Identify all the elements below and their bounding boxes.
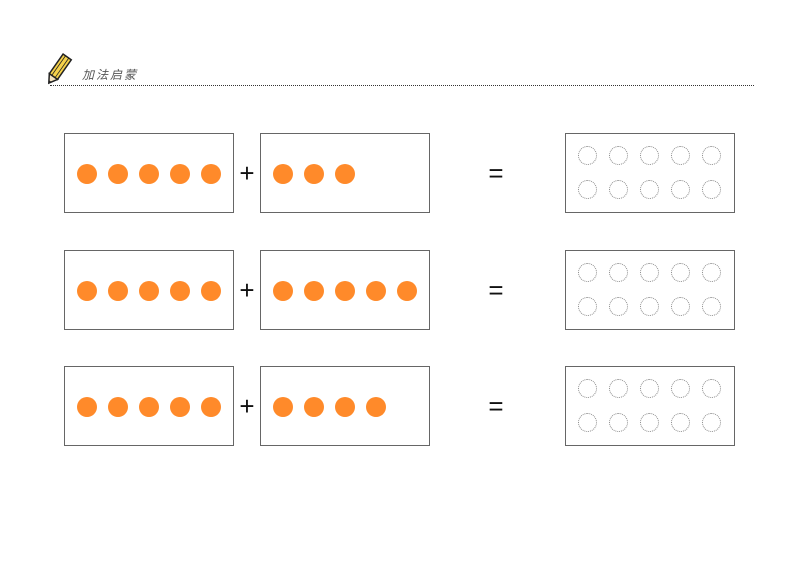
addend-box-left xyxy=(64,250,234,330)
answer-circle[interactable] xyxy=(640,263,659,282)
counter-dot xyxy=(139,397,159,417)
answer-circle[interactable] xyxy=(609,263,628,282)
answer-circle[interactable] xyxy=(578,413,597,432)
answer-circle[interactable] xyxy=(640,146,659,165)
counter-dot xyxy=(335,281,355,301)
answer-circle[interactable] xyxy=(671,379,690,398)
answer-circle[interactable] xyxy=(702,379,721,398)
addend-box-right xyxy=(260,133,430,213)
answer-circle[interactable] xyxy=(702,263,721,282)
worksheet-header: 加法启蒙 xyxy=(42,52,754,92)
counter-dot xyxy=(304,281,324,301)
counter-dot xyxy=(108,164,128,184)
addend-box-left xyxy=(64,133,234,213)
addend-box-right xyxy=(260,250,430,330)
answer-circle[interactable] xyxy=(609,413,628,432)
counter-dot xyxy=(366,281,386,301)
addend-box-left xyxy=(64,366,234,446)
exercise-row: += xyxy=(64,366,736,448)
plus-sign: + xyxy=(239,275,255,305)
counter-dot xyxy=(170,164,190,184)
answer-box xyxy=(565,133,735,213)
counter-dot xyxy=(366,397,386,417)
exercise-row: += xyxy=(64,133,736,215)
answer-circle[interactable] xyxy=(702,297,721,316)
answer-circle[interactable] xyxy=(640,379,659,398)
equals-sign: = xyxy=(488,275,504,305)
answer-circle[interactable] xyxy=(671,413,690,432)
answer-circle[interactable] xyxy=(640,413,659,432)
answer-circle[interactable] xyxy=(671,297,690,316)
answer-circle[interactable] xyxy=(578,180,597,199)
counter-dot xyxy=(170,397,190,417)
counter-dot xyxy=(77,281,97,301)
counter-dot xyxy=(304,397,324,417)
answer-circle[interactable] xyxy=(578,297,597,316)
worksheet-title: 加法启蒙 xyxy=(82,68,139,82)
answer-circle[interactable] xyxy=(609,146,628,165)
answer-circle[interactable] xyxy=(609,379,628,398)
answer-circle[interactable] xyxy=(702,180,721,199)
addend-box-right xyxy=(260,366,430,446)
plus-sign: + xyxy=(239,158,255,188)
counter-dot xyxy=(170,281,190,301)
counter-dot xyxy=(304,164,324,184)
answer-circle[interactable] xyxy=(609,180,628,199)
answer-circle[interactable] xyxy=(578,379,597,398)
counter-dot xyxy=(139,164,159,184)
answer-circle[interactable] xyxy=(609,297,628,316)
counter-dot xyxy=(108,281,128,301)
exercise-row: += xyxy=(64,250,736,332)
equals-sign: = xyxy=(488,158,504,188)
answer-circle[interactable] xyxy=(578,263,597,282)
counter-dot xyxy=(335,164,355,184)
plus-sign: + xyxy=(239,391,255,421)
counter-dot xyxy=(201,397,221,417)
counter-dot xyxy=(108,397,128,417)
answer-circle[interactable] xyxy=(702,413,721,432)
answer-box xyxy=(565,250,735,330)
answer-circle[interactable] xyxy=(702,146,721,165)
counter-dot xyxy=(273,397,293,417)
counter-dot xyxy=(273,164,293,184)
pencil-icon xyxy=(48,52,73,85)
answer-circle[interactable] xyxy=(578,146,597,165)
answer-box xyxy=(565,366,735,446)
answer-circle[interactable] xyxy=(671,180,690,199)
counter-dot xyxy=(273,281,293,301)
answer-circle[interactable] xyxy=(671,146,690,165)
counter-dot xyxy=(335,397,355,417)
header-divider xyxy=(50,85,754,86)
counter-dot xyxy=(201,281,221,301)
equals-sign: = xyxy=(488,391,504,421)
counter-dot xyxy=(201,164,221,184)
counter-dot xyxy=(139,281,159,301)
answer-circle[interactable] xyxy=(671,263,690,282)
counter-dot xyxy=(77,397,97,417)
answer-circle[interactable] xyxy=(640,297,659,316)
counter-dot xyxy=(77,164,97,184)
answer-circle[interactable] xyxy=(640,180,659,199)
counter-dot xyxy=(397,281,417,301)
